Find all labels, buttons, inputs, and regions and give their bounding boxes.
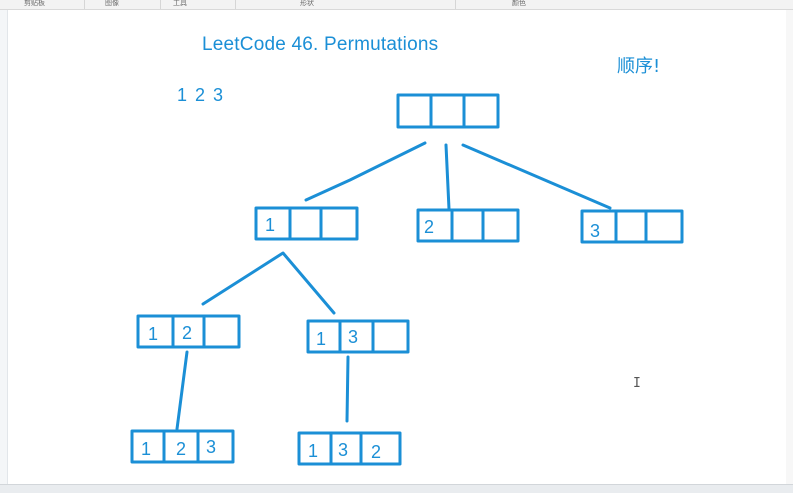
- edge-12-to-123: [175, 350, 189, 431]
- status-bar: [0, 484, 793, 493]
- ribbon-group-image[interactable]: 图像: [105, 0, 119, 7]
- tree-node-123: [130, 429, 235, 464]
- node-132-digit-2: 3: [338, 440, 348, 460]
- order-note: 顺序!: [617, 56, 661, 77]
- ribbon-separator: [160, 0, 161, 9]
- node-123-digit-1: 1: [141, 439, 151, 459]
- node-2-digit-1: 2: [424, 217, 434, 237]
- tree-node-1: [254, 206, 359, 241]
- node-12-digit-1: 1: [148, 324, 158, 344]
- node-132-digit-1: 1: [308, 441, 318, 461]
- tree-node-root: [396, 93, 500, 129]
- ribbon-group-shapes[interactable]: 形状: [300, 0, 314, 7]
- edge-root-to-3: [461, 143, 612, 210]
- edge-1-to-12: [201, 251, 336, 315]
- node-3-digit-1: 3: [590, 221, 600, 241]
- paint-ribbon: 剪贴板 图像 工具 形状 颜色: [0, 0, 793, 10]
- node-13-digit-2: 3: [348, 327, 358, 347]
- edge-root-to-1: [304, 141, 427, 202]
- node-132-digit-3: 2: [371, 442, 381, 462]
- node-13-digit-1: 1: [316, 329, 326, 349]
- drawing-canvas[interactable]: [0, 10, 793, 484]
- ribbon-group-clipboard[interactable]: 剪贴板: [24, 0, 45, 7]
- input-numbers-label: 1 2 3: [177, 85, 224, 105]
- text-cursor-icon: I: [633, 376, 641, 391]
- ribbon-separator: [455, 0, 456, 9]
- ribbon-separator: [235, 0, 236, 9]
- page-title: LeetCode 46. Permutations: [202, 34, 439, 55]
- canvas-right-margin: [786, 10, 793, 484]
- tree-node-2: [416, 208, 520, 243]
- ribbon-group-tools[interactable]: 工具: [173, 0, 187, 7]
- ribbon-group-colors[interactable]: 颜色: [512, 0, 526, 7]
- edge-root-to-2: [444, 143, 451, 211]
- tree-node-13: [306, 319, 410, 354]
- ribbon-separator: [84, 0, 85, 9]
- node-123-digit-2: 2: [176, 439, 186, 459]
- node-123-digit-3: 3: [206, 437, 216, 457]
- edge-13-to-132: [345, 355, 350, 423]
- canvas-left-margin: [0, 10, 8, 484]
- node-12-digit-2: 2: [182, 323, 192, 343]
- node-1-digit-1: 1: [265, 215, 275, 235]
- tree-node-3: [580, 209, 684, 244]
- tree-node-12: [136, 314, 241, 349]
- tree-node-132: [297, 431, 402, 466]
